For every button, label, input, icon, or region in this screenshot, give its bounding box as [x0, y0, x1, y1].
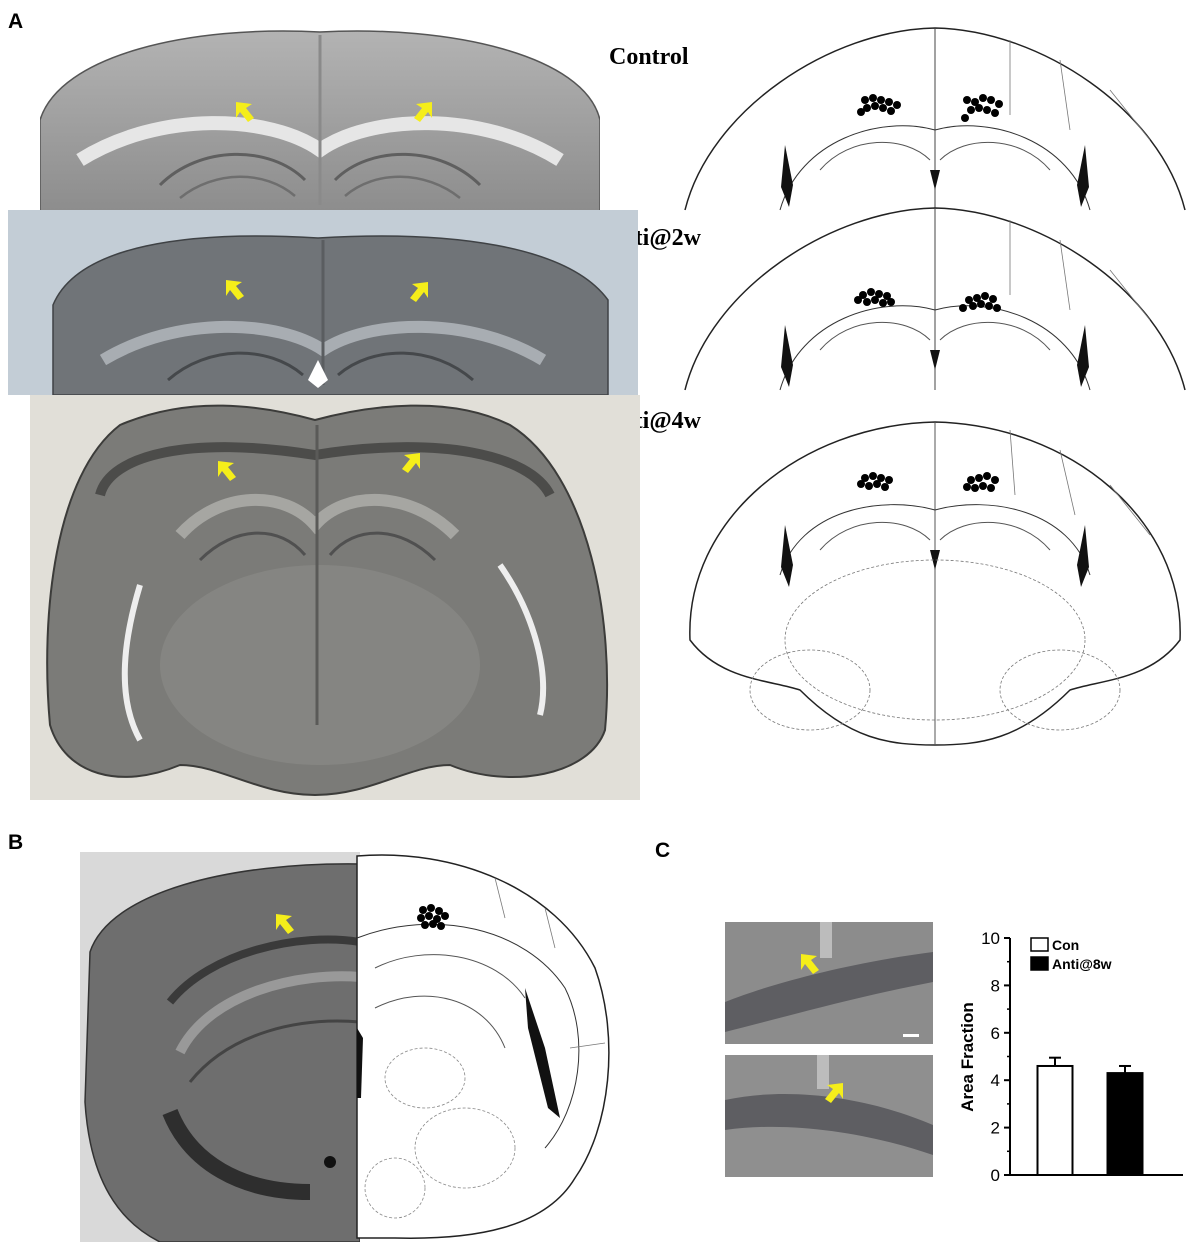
panel-b-atlas-diagram [356, 854, 610, 1239]
bar-con [1036, 1064, 1074, 1176]
injection-sites [417, 904, 449, 930]
y-tick-label: 6 [991, 1024, 1000, 1043]
y-axis-label: Area Fraction [958, 1002, 977, 1112]
arrow-icon [402, 453, 420, 473]
y-tick-label: 2 [991, 1119, 1000, 1138]
panel-c-micrograph-con [725, 922, 933, 1044]
anti-2w-brain-photo [8, 210, 638, 395]
injection-sites [857, 472, 999, 492]
panel-c-letter: C [655, 839, 671, 862]
panel-b-brain-photo [80, 852, 360, 1242]
arrow-icon [276, 914, 294, 934]
legend-swatch [1030, 956, 1049, 971]
legend-label: Anti@8w [1052, 956, 1112, 972]
control-brain-photo [40, 30, 600, 215]
arrow-icon [410, 282, 428, 302]
panel-c-micrograph-anti [725, 1055, 933, 1177]
anti-2w-atlas-diagram [684, 207, 1186, 391]
injection-sites [854, 288, 1001, 312]
y-tick-label: 8 [991, 976, 1000, 995]
panel-b-letter: B [8, 831, 24, 854]
arrow-icon [236, 102, 254, 122]
y-tick-label: 0 [991, 1166, 1000, 1185]
y-tick-label: 10 [981, 929, 1000, 948]
bar-anti-8w [1106, 1072, 1144, 1176]
anti-4w-atlas-diagram [689, 421, 1181, 746]
anti-4w-brain-photo [30, 395, 640, 800]
panel-a-letter: A [8, 10, 24, 33]
condition-label-control: Control [609, 44, 689, 70]
arrow-icon [801, 954, 819, 974]
control-atlas-diagram [684, 27, 1186, 211]
arrow-icon [218, 461, 236, 481]
arrow-icon [414, 102, 432, 122]
injection-sites [857, 94, 1003, 122]
legend-label: Con [1052, 937, 1079, 953]
arrow-icon [226, 280, 244, 300]
arrow-icon [825, 1083, 843, 1103]
y-tick-label: 4 [991, 1071, 1000, 1090]
legend-swatch [1030, 937, 1049, 952]
